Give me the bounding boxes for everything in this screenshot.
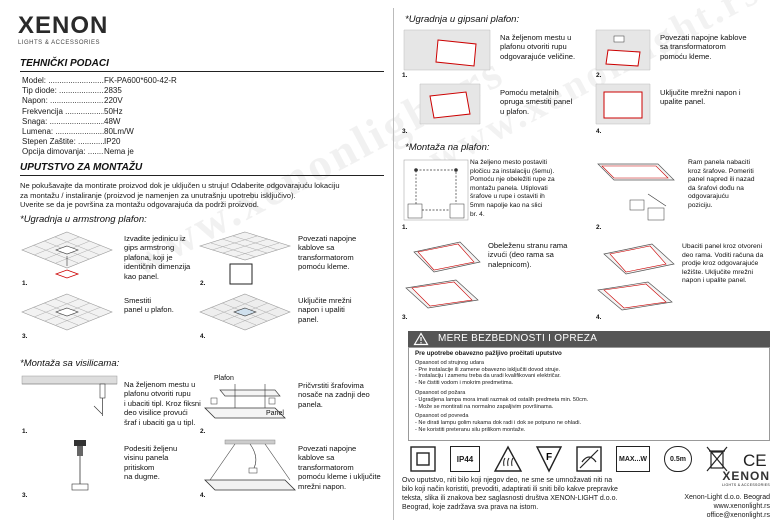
safety-heading: Pre upotrebe obavezno pažljivo pročitati… xyxy=(415,350,562,357)
step-number: 4. xyxy=(596,314,602,321)
weee-bin-icon xyxy=(706,446,728,472)
email-link[interactable]: office@xenonlight.rs xyxy=(706,512,770,519)
step-number: 3. xyxy=(22,492,28,499)
distance-icon: 0.5m xyxy=(664,446,692,472)
footer-tagline: LIGHTS & ACCESSORIES xyxy=(721,483,770,487)
gypsum-title: *Ugradnja u gipsani plafon: xyxy=(405,14,520,25)
brand-tagline: LIGHTS & ACCESSORIES xyxy=(18,40,101,46)
certification-icons: IP44 F MAX...W 0.5m CE xyxy=(408,443,770,475)
ceiling-title: *Montaža sa visilicama: xyxy=(20,358,120,369)
warning-icon xyxy=(413,332,429,346)
armstrong-step4-illustration xyxy=(199,293,291,331)
website-link[interactable]: www.xenonlight.rs xyxy=(713,503,770,510)
manual-title: UPUTSTVO ZA MONTAŽU xyxy=(20,162,143,173)
ceiling-step4-illustration xyxy=(204,439,296,491)
spec-row: Opcija dimovanja: .......Nema je xyxy=(22,147,134,157)
spec-row: Frekvencija .....................50Hz xyxy=(22,106,123,116)
no-cover-icon xyxy=(576,446,602,472)
armstrong-step2-illustration xyxy=(198,231,292,285)
ip-rating-icon: IP44 xyxy=(450,446,480,472)
step-number: 1. xyxy=(402,224,408,231)
company-info: XENON LIGHTS & ACCESSORIES Xenon-Light d… xyxy=(660,469,770,520)
armstrong-step1-illustration xyxy=(21,231,113,279)
step-number: 4. xyxy=(596,128,602,135)
divider xyxy=(20,175,384,176)
spec-row: Napon: ..........................220V xyxy=(22,96,123,106)
step-number: 1. xyxy=(22,428,28,435)
step-number: 2. xyxy=(596,224,602,231)
spec-row: Tip diode: ....................2835 xyxy=(22,86,122,96)
svg-text:F: F xyxy=(546,452,552,463)
ceiling-label: Plafon xyxy=(214,375,234,382)
surface-step3-illustration xyxy=(405,241,481,309)
spec-row: Snaga: ..........................48W xyxy=(22,116,121,126)
hot-surface-icon xyxy=(493,445,523,472)
surface-step4-illustration xyxy=(597,243,675,311)
ceiling-step1-illustration xyxy=(21,375,118,416)
spec-row: Lumena: .......................80Lm/W xyxy=(22,127,134,137)
safety-group: Opasnost od strujnog udara - Pre instala… xyxy=(415,359,561,387)
step-number: 3. xyxy=(22,333,28,340)
armstrong-step3-illustration xyxy=(21,293,113,331)
brand-logo: XENON LIGHTS & ACCESSORIES xyxy=(18,12,128,47)
safety-group: Opasnost od požara - Ugradjena lampa mor… xyxy=(415,389,589,410)
surface-step2-illustration xyxy=(597,163,675,221)
step-number: 2. xyxy=(200,428,206,435)
ce-mark-icon: CE xyxy=(743,451,767,470)
svg-text:CE: CE xyxy=(743,451,767,470)
footer-brand: XENON xyxy=(722,469,770,483)
max-wattage-icon: MAX...W xyxy=(616,446,650,472)
step-number: 2. xyxy=(596,72,602,79)
step-number: 1. xyxy=(22,280,28,287)
gypsum-step2-illustration xyxy=(595,29,651,71)
brand-name: XENON xyxy=(18,12,109,39)
ceiling-step2-illustration xyxy=(204,384,286,419)
safety-title: MERE BEZBEDNOSTI I OPREZA xyxy=(408,331,770,347)
manual-intro: Ne pokušavajte da montirate proizvod dok… xyxy=(20,181,340,210)
step-number: 3. xyxy=(402,314,408,321)
gypsum-step3-illustration xyxy=(419,83,481,125)
step-number: 1. xyxy=(402,72,408,79)
surface-title: *Montaža na plafon: xyxy=(405,142,490,153)
ceiling-step3-illustration xyxy=(71,440,89,491)
divider xyxy=(20,71,384,72)
class-two-icon xyxy=(410,446,436,472)
surface-step1-illustration xyxy=(403,159,469,221)
flammable-surface-icon: F xyxy=(535,446,563,473)
safety-group: Opasnost od povreda - Ne dirati lampu go… xyxy=(415,413,582,433)
ceiling-label: Panel xyxy=(266,410,284,417)
step-number: 4. xyxy=(200,492,206,499)
step-number: 2. xyxy=(200,280,206,287)
specs-list: Model: .........................FK-PA600… xyxy=(22,76,202,158)
column-divider xyxy=(393,8,394,520)
specs-title: TEHNIČKI PODACI xyxy=(20,58,109,69)
armstrong-title: *Ugradnja u armstrong plafon: xyxy=(20,214,147,225)
safety-panel: Pre upotrebe obavezno pažljivo pročitati… xyxy=(408,347,770,441)
spec-row: Model: .........................FK-PA600… xyxy=(22,76,177,85)
spec-row: Stepen Zaštite: ...............IP20 xyxy=(22,137,121,147)
copyright-text: Ovo uputstvo, niti bilo koji njegov deo,… xyxy=(402,477,618,511)
step-number: 4. xyxy=(200,333,206,340)
gypsum-step1-illustration xyxy=(403,29,491,71)
gypsum-step4-illustration xyxy=(595,83,651,125)
company-name: Xenon-Light d.o.o. Beograd xyxy=(684,494,770,501)
step-number: 3. xyxy=(402,128,408,135)
